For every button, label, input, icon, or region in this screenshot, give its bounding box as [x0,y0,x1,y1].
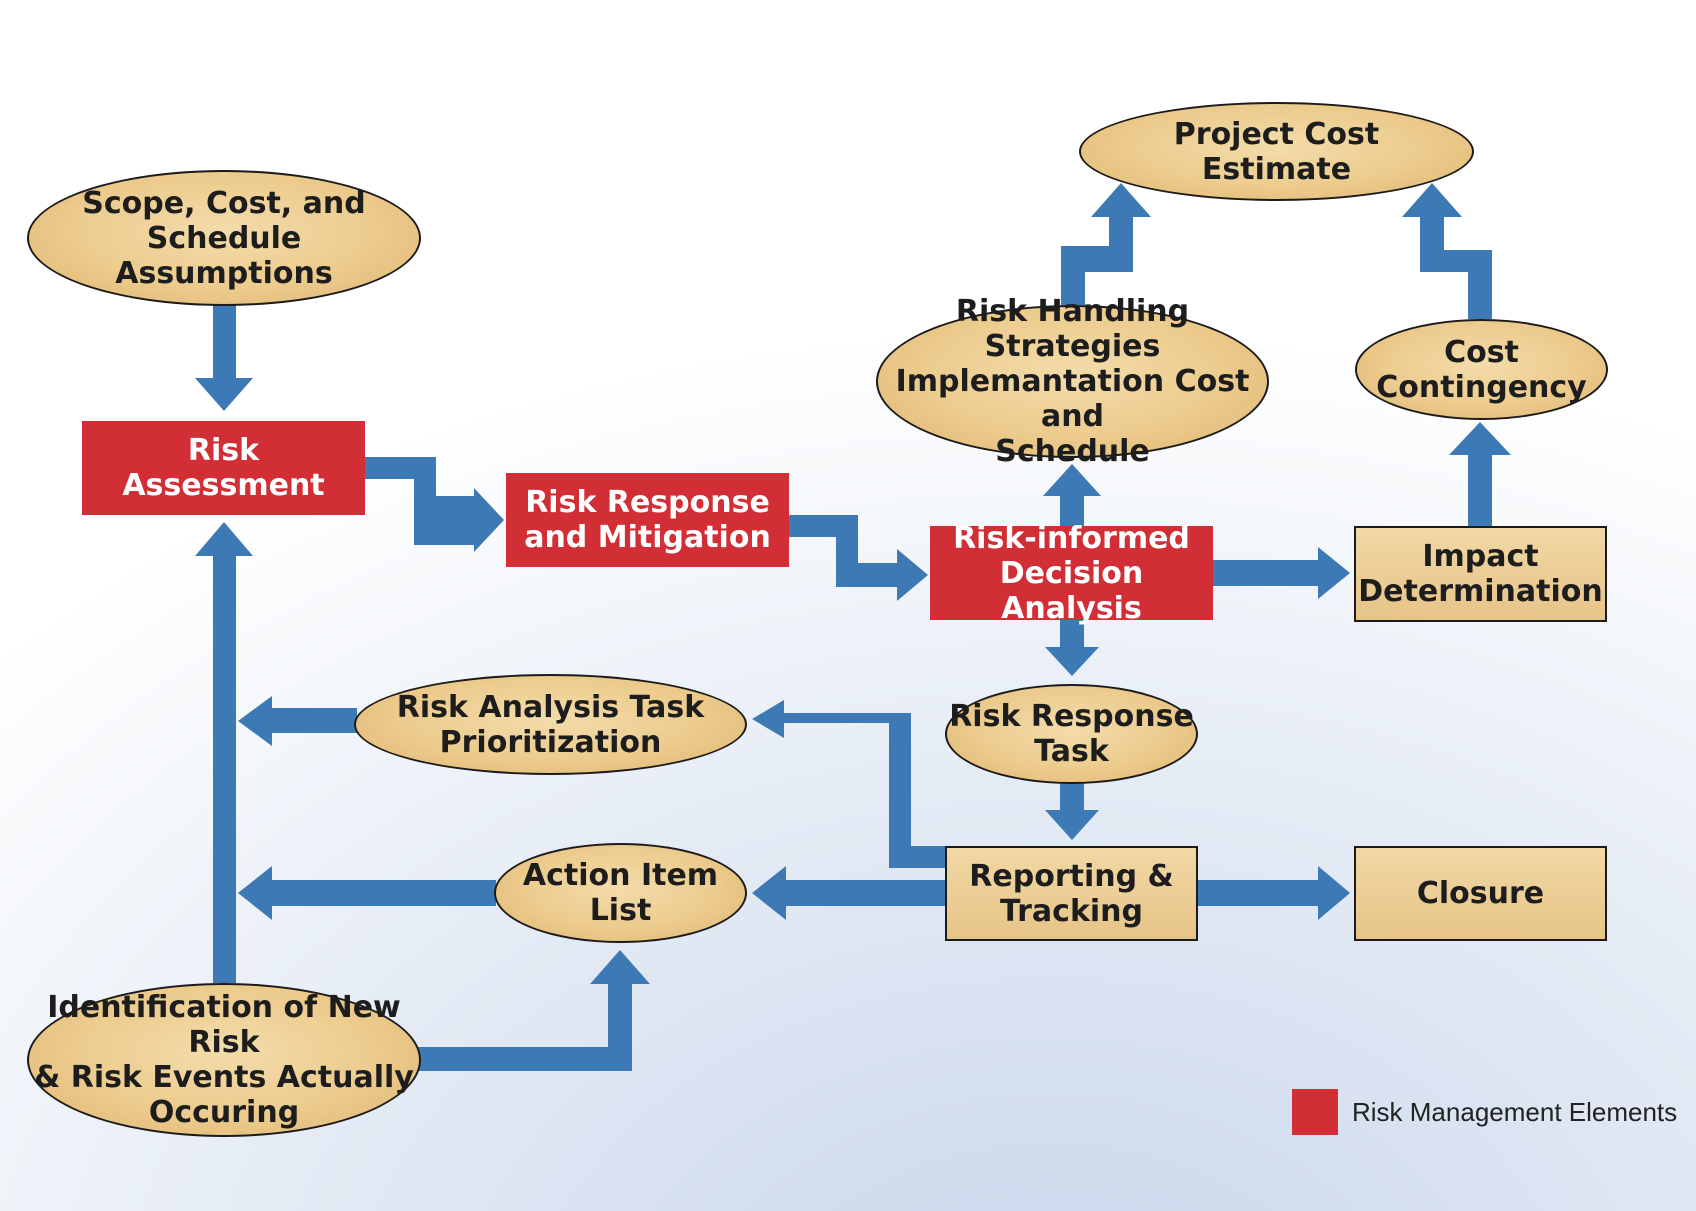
arrow-responsetask-to-reporting [1045,782,1099,840]
node-risk-assessment: Risk Assessment [82,421,365,515]
node-risk-response-and-mitigation: Risk Response and Mitigation [506,473,789,567]
node-action-item-list: Action Item List [494,843,747,943]
arrow-assessment-to-response [365,457,504,552]
arrow-prioritization-to-vertical [238,696,357,746]
arrow-decision-to-handling [1043,464,1101,527]
node-reporting-and-tracking: Reporting & Tracking [945,846,1198,941]
arrow-contingency-to-estimate [1402,183,1492,319]
arrow-scope-to-assessment [195,305,253,411]
arrow-impact-to-contingency [1449,422,1511,526]
arrow-decision-to-impact [1212,547,1350,599]
node-closure: Closure [1354,846,1607,941]
legend-swatch-risk-management [1292,1089,1338,1135]
node-scope-cost-schedule-assumptions: Scope, Cost, and Schedule Assumptions [27,170,421,306]
node-risk-analysis-task-prioritization: Risk Analysis Task Prioritization [354,674,747,775]
arrow-identification-to-actionitem [418,950,650,1071]
node-risk-informed-decision-analysis: Risk-informed Decision Analysis [930,521,1213,626]
arrow-actionitem-to-vertical [238,866,496,920]
node-impact-determination: Impact Determination [1354,526,1607,622]
arrow-reporting-to-prioritization [752,700,947,868]
node-cost-contingency: Cost Contingency [1355,319,1608,420]
node-risk-handling-strategies: Risk Handling Strategies Implemantation … [876,294,1269,469]
arrow-handling-to-estimate [1061,183,1151,305]
node-identification-of-new-risk: Identification of New Risk & Risk Events… [27,983,421,1137]
arrow-reporting-to-actionitem [752,866,947,920]
node-project-cost-estimate: Project Cost Estimate [1079,102,1474,201]
arrow-decision-to-responsetask [1045,619,1099,676]
arrow-response-to-decision [789,515,928,601]
node-risk-response-task: Risk Response Task [945,684,1198,784]
legend-label-risk-management: Risk Management Elements [1352,1097,1678,1127]
arrow-reporting-to-closure [1197,866,1350,920]
arrow-identification-to-assessment [195,522,253,983]
